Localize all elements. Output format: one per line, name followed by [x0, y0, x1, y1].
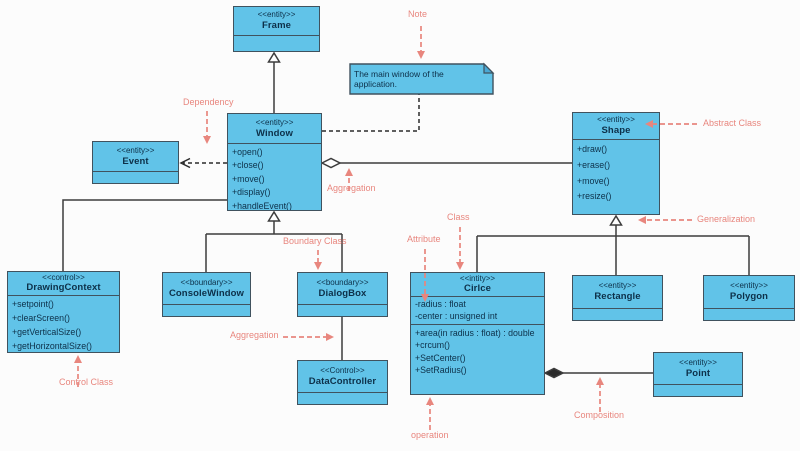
generalization-arrow[interactable] — [638, 216, 692, 224]
boundary-class-label[interactable]: Boundary Class — [283, 236, 347, 246]
class-datacontroller-empty-compartment — [298, 392, 387, 404]
class-circle-stereotype: <<intity>> — [459, 274, 496, 284]
dependency-label[interactable]: Dependency — [183, 97, 234, 107]
association-window-drawingcontext[interactable] — [62, 199, 227, 271]
class-consolewindow-name: ConsoleWindow — [168, 287, 245, 299]
class-polygon-stereotype: <<entity>> — [730, 281, 768, 291]
class-arrow[interactable] — [456, 227, 464, 270]
attribute-label[interactable]: Attribute — [407, 234, 441, 244]
class-polygon[interactable]: <<entity>> Polygon — [703, 275, 795, 321]
class-polygon-name: Polygon — [729, 291, 769, 303]
aggregation-window-shape[interactable] — [320, 157, 572, 169]
note-anchor-line[interactable] — [322, 94, 420, 132]
class-window[interactable]: <<entity>> Window +open() +close() +move… — [227, 113, 322, 211]
class-dialogbox-name: DialogBox — [318, 287, 367, 299]
boundary-class-arrow[interactable] — [314, 250, 322, 270]
class-frame-stereotype: <<entity>> — [257, 10, 296, 20]
aggregation-dialog-arrow[interactable] — [283, 333, 334, 341]
abstract-class-label[interactable]: Abstract Class — [703, 118, 762, 128]
class-point-empty-compartment — [654, 384, 742, 396]
composition-arrow[interactable] — [596, 377, 604, 412]
class-label[interactable]: Class — [447, 212, 470, 222]
dependency-arrow[interactable] — [203, 111, 211, 144]
control-class-label[interactable]: Control Class — [59, 377, 114, 387]
class-rectangle[interactable]: <<entity>> Rectangle — [572, 275, 663, 321]
class-rectangle-stereotype: <<entity>> — [598, 281, 637, 291]
note-label[interactable]: Note — [408, 9, 428, 19]
class-circle-name: Cirlce — [463, 282, 491, 294]
composition-circle-point[interactable] — [543, 367, 653, 379]
class-rectangle-name: Rectangle — [594, 291, 641, 303]
class-datacontroller-stereotype: <<Control>> — [320, 365, 365, 375]
class-drawingcontext-name: DrawingContext — [26, 281, 101, 293]
class-frame-empty-compartment — [234, 35, 319, 51]
generalization-children-shape[interactable] — [476, 214, 750, 275]
class-dialogbox[interactable]: <<boundary>> DialogBox — [297, 272, 388, 317]
aggregation-window-label[interactable]: Aggregation — [327, 183, 376, 193]
class-frame[interactable]: <<entity>> Frame — [233, 6, 320, 52]
class-point-name: Point — [685, 367, 711, 379]
class-dialogbox-stereotype: <<boundary>> — [316, 277, 369, 287]
class-circle-methods: +area(in radius : float) : double +crcum… — [411, 324, 544, 394]
class-polygon-empty-compartment — [704, 308, 794, 320]
class-window-name: Window — [256, 127, 293, 139]
class-window-methods: +open() +close() +move() +display() +han… — [228, 143, 321, 210]
generalization-window-frame[interactable] — [267, 51, 281, 113]
class-consolewindow-empty-compartment — [163, 304, 250, 316]
class-shape-methods: +draw() +erase() +move() +resize() — [573, 139, 659, 214]
class-shape-name: Shape — [601, 125, 631, 137]
class-event-empty-compartment — [93, 171, 178, 183]
class-event-name: Event — [122, 155, 149, 167]
class-point[interactable]: <<entity>> Point — [653, 352, 743, 397]
class-drawingcontext-stereotype: <<control>> — [42, 273, 85, 283]
generalization-label[interactable]: Generalization — [697, 214, 756, 224]
class-rectangle-empty-compartment — [573, 308, 662, 320]
dependency-window-event[interactable] — [179, 157, 227, 169]
class-datacontroller-name: DataController — [308, 375, 377, 387]
class-consolewindow[interactable]: <<boundary>> ConsoleWindow — [162, 272, 251, 317]
class-point-stereotype: <<entity>> — [679, 357, 717, 367]
class-event-stereotype: <<entity>> — [116, 145, 155, 155]
class-circle-attributes: -radius : float -center : unsigned int — [411, 296, 544, 324]
operation-label[interactable]: operation — [411, 430, 449, 440]
class-consolewindow-stereotype: <<boundary>> — [180, 277, 233, 287]
aggregation-dialog-label[interactable]: Aggregation — [230, 330, 279, 340]
class-drawingcontext[interactable]: <<control>> DrawingContext +setpoint() +… — [7, 271, 120, 353]
note-text: The main window of the application. — [354, 69, 444, 89]
composition-label[interactable]: Composition — [574, 410, 625, 420]
class-frame-name: Frame — [261, 20, 291, 32]
class-circle[interactable]: <<intity>> Cirlce -radius : float -cente… — [410, 272, 545, 395]
class-shape[interactable]: <<entity>> Shape +draw() +erase() +move(… — [572, 112, 660, 215]
class-datacontroller[interactable]: <<Control>> DataController — [297, 360, 388, 405]
class-window-stereotype: <<entity>> — [255, 117, 294, 127]
class-drawingcontext-methods: +setpoint() +clearScreen() +getVerticalS… — [8, 295, 119, 352]
operation-arrow[interactable] — [426, 397, 434, 430]
class-event[interactable]: <<entity>> Event — [92, 141, 179, 184]
note-arrow[interactable] — [417, 26, 425, 59]
class-shape-stereotype: <<entity>> — [597, 115, 635, 125]
class-dialogbox-empty-compartment — [298, 304, 387, 316]
